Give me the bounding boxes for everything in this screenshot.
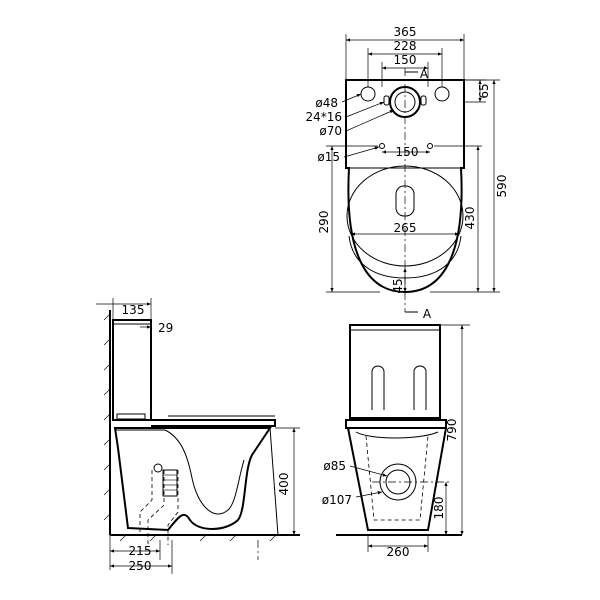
front-seat <box>345 419 447 429</box>
label-24x16: 24*16 <box>305 110 342 124</box>
dim-590: 590 <box>495 175 509 198</box>
outlet-pipe <box>147 470 179 545</box>
dim-228: 228 <box>394 39 417 53</box>
dim-790: 790 <box>445 419 459 442</box>
dim-180: 180 <box>432 497 446 520</box>
dim-260: 260 <box>387 545 410 559</box>
front-cistern <box>349 324 441 419</box>
section-mark-top: A <box>420 67 429 81</box>
dim-250: 250 <box>129 559 152 573</box>
cistern <box>112 319 152 421</box>
dim-365: 365 <box>394 25 417 39</box>
dim-265: 265 <box>394 221 417 235</box>
top-view: 365 228 150 A 65 590 430 290 150 <box>305 25 509 321</box>
inlet-circle <box>153 463 163 473</box>
label-dia-15: ø15 <box>317 150 340 164</box>
dim-65: 65 <box>477 83 491 98</box>
fixing-hole-left <box>360 86 376 102</box>
floor-hatching <box>119 534 277 542</box>
slot-left <box>383 95 390 106</box>
front-view: 790 180 ø85 ø107 260 <box>322 324 470 559</box>
side-view: 135 29 400 215 250 <box>96 298 300 574</box>
label-dia-107: ø107 <box>322 493 352 507</box>
label-dia-85: ø85 <box>323 459 346 473</box>
dim-135: 135 <box>122 303 145 317</box>
seat-hole-right <box>427 143 433 149</box>
label-dia-70: ø70 <box>319 124 342 138</box>
dim-45: 45 <box>391 278 405 293</box>
bowl-body <box>113 427 272 532</box>
dim-430: 430 <box>463 207 477 230</box>
seat-lid <box>151 419 276 427</box>
dim-150-mid: 150 <box>396 145 419 159</box>
seat-hole-left <box>379 143 385 149</box>
dim-150-top: 150 <box>394 53 417 67</box>
label-dia-48: ø48 <box>315 96 338 110</box>
dim-215: 215 <box>129 544 152 558</box>
outlet-flange <box>162 469 178 497</box>
dim-29: 29 <box>158 321 173 335</box>
fixing-hole-right <box>434 86 450 102</box>
dim-290: 290 <box>317 211 331 234</box>
section-mark-bottom: A <box>423 307 432 321</box>
slot-right <box>420 95 427 106</box>
wall-hatching <box>103 313 111 521</box>
dim-400: 400 <box>277 473 291 496</box>
